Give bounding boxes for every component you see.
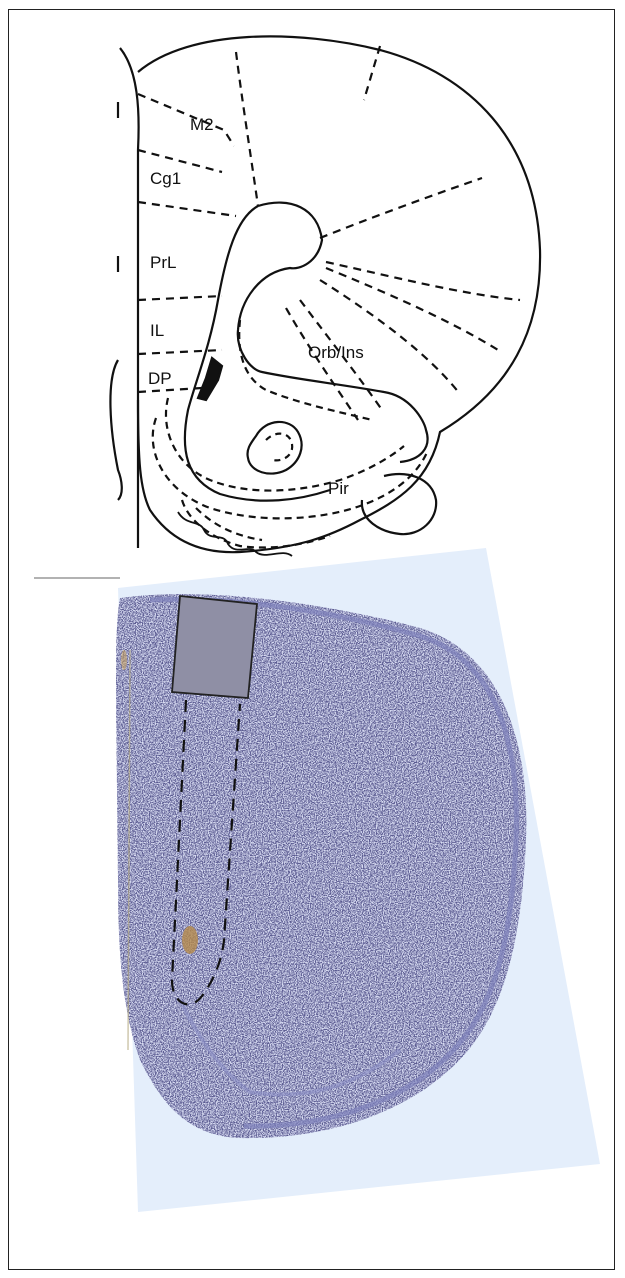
label-orb-ins: Orb/Ins <box>308 343 364 362</box>
label-pir: Pir <box>328 479 349 498</box>
left-hemisphere-edge <box>110 360 121 500</box>
label-il: IL <box>150 321 164 340</box>
midline-curve <box>120 48 139 548</box>
piriform-layers <box>153 320 428 548</box>
label-cg1: Cg1 <box>150 169 181 188</box>
stain-spot <box>121 650 127 670</box>
histology-panel <box>34 548 600 1212</box>
label-dp: DP <box>148 369 172 388</box>
label-prl: PrL <box>150 253 176 272</box>
probe-block <box>172 596 257 698</box>
accumbens-outline <box>247 422 301 474</box>
atlas-diagram <box>110 36 540 556</box>
forceps-minor-outline <box>238 203 428 462</box>
stain-spot <box>182 926 198 954</box>
region-dividers <box>138 46 520 420</box>
lower-lobe <box>362 474 436 534</box>
label-m2: M2 <box>190 115 214 134</box>
atlas-labels: M2 Cg1 PrL IL DP Orb/Ins Pir <box>148 115 364 498</box>
